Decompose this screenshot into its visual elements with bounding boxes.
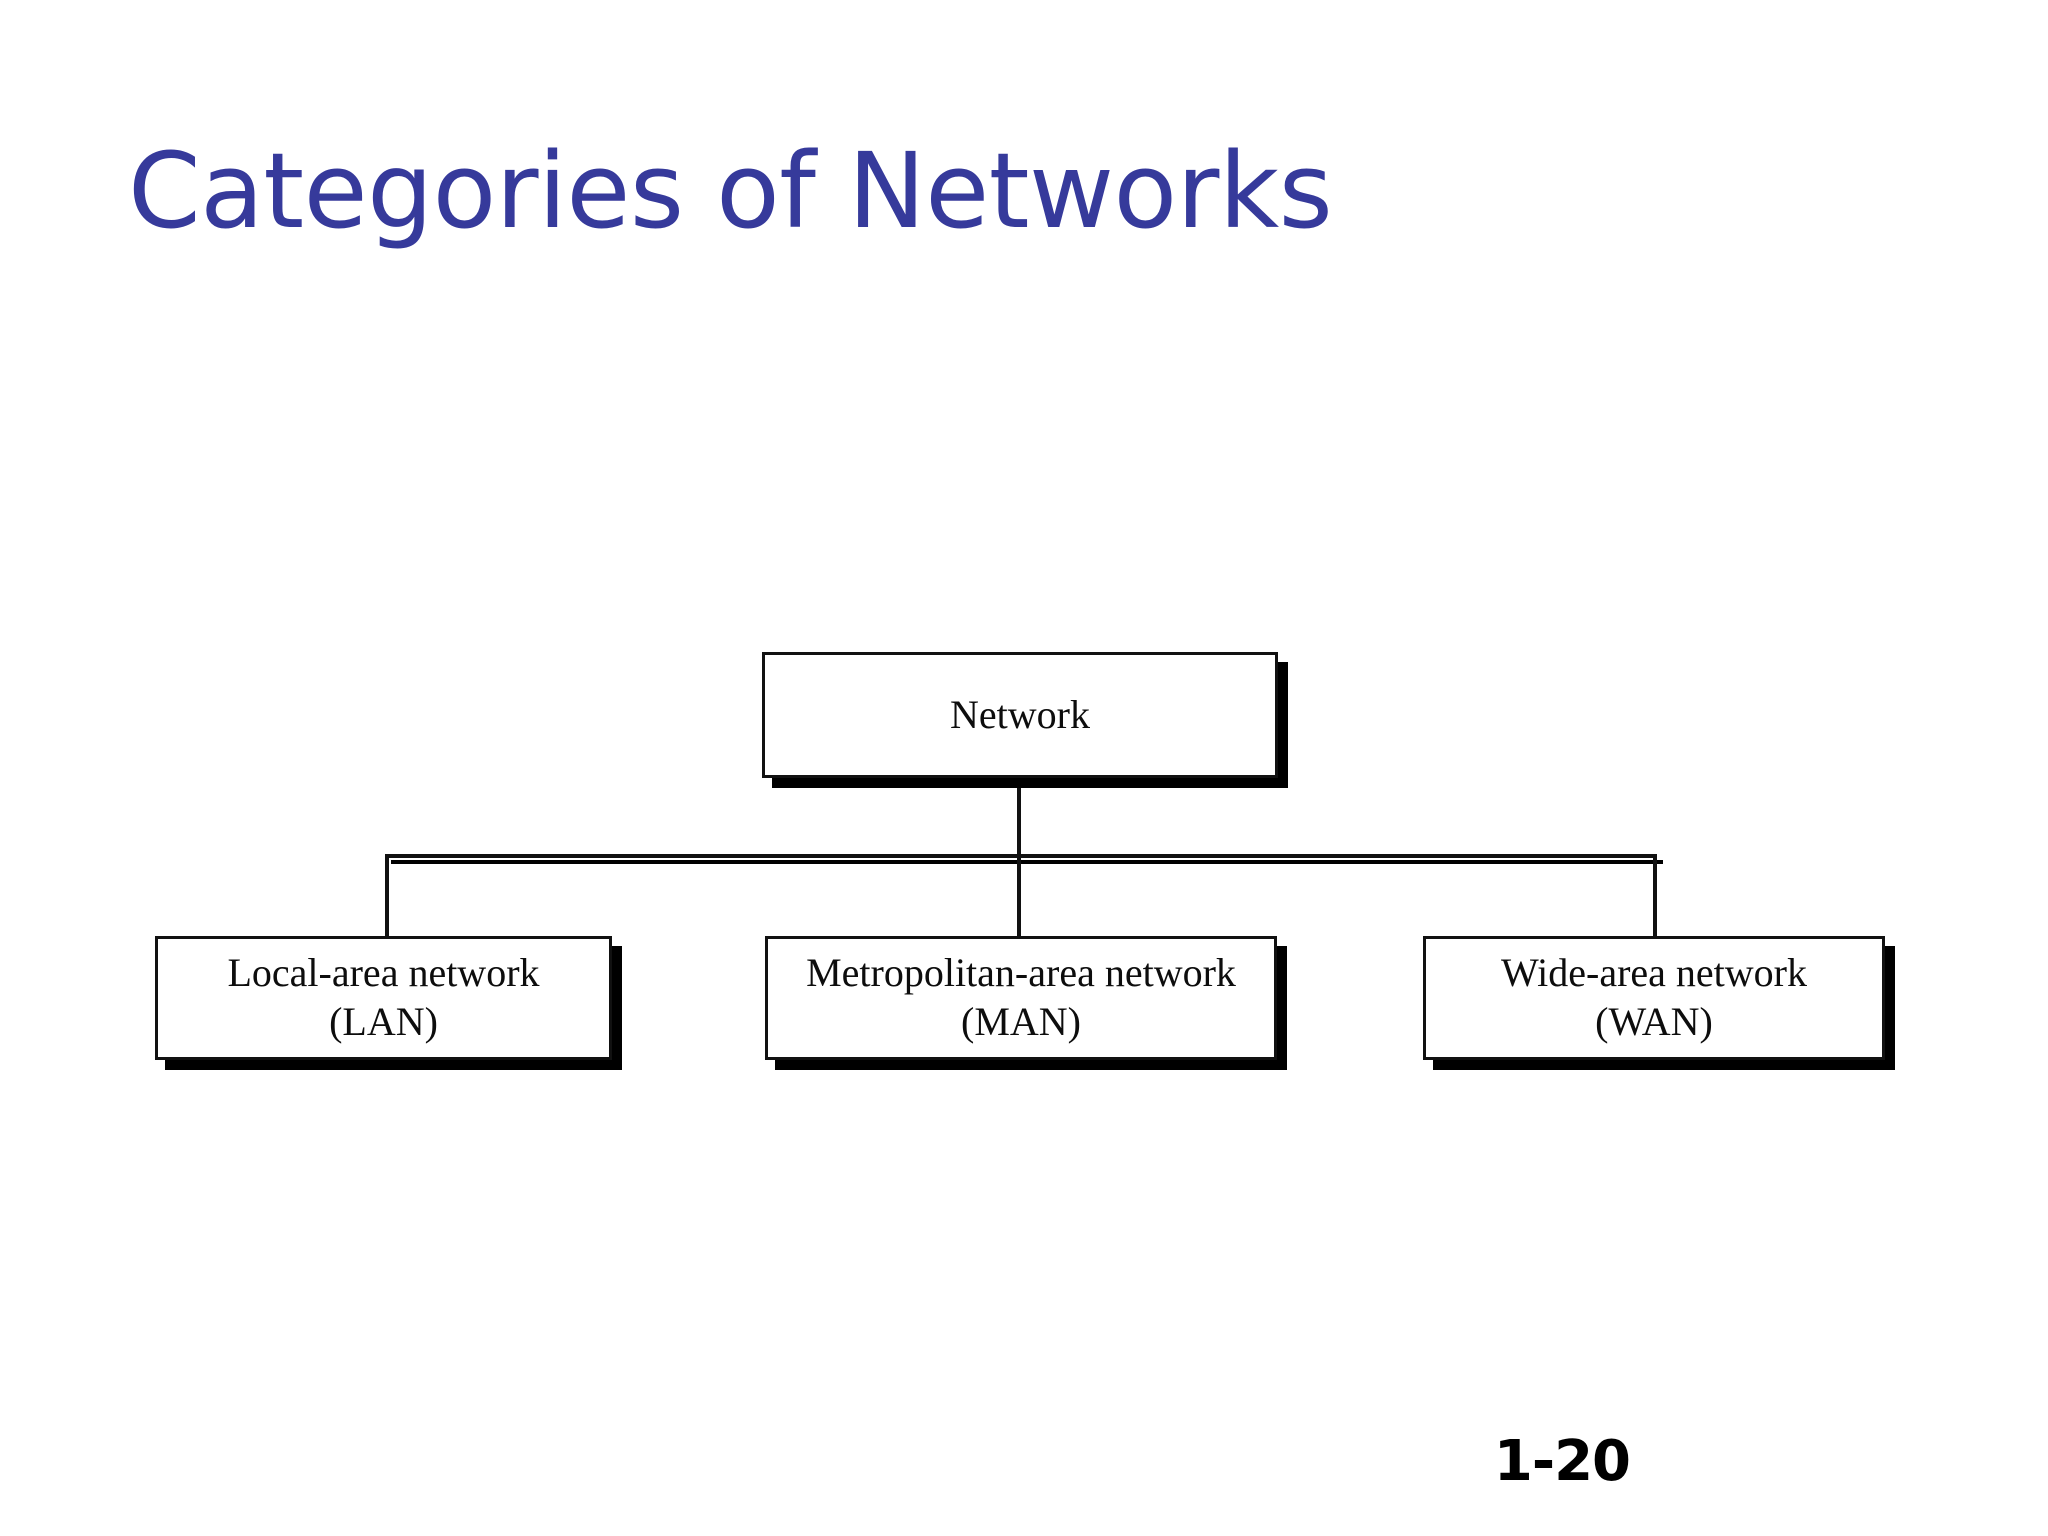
diagram-node-lan-label: Local-area network (LAN) xyxy=(158,949,609,1047)
connector-drop-to-man xyxy=(1017,854,1021,938)
diagram-node-lan-label-line2: (LAN) xyxy=(329,999,438,1044)
diagram-node-man[interactable]: Metropolitan-area network (MAN) xyxy=(765,936,1277,1060)
diagram-node-network-label: Network xyxy=(950,691,1090,737)
connector-horizontal-bar xyxy=(385,854,1657,858)
diagram-node-wan[interactable]: Wide-area network (WAN) xyxy=(1423,936,1885,1060)
page-title: Categories of Networks xyxy=(128,129,1333,252)
connector-drop-to-lan xyxy=(385,854,389,938)
diagram-node-network[interactable]: Network xyxy=(762,652,1278,778)
diagram-node-lan-label-line1: Local-area network xyxy=(227,950,540,996)
diagram-node-man-label-line2: (MAN) xyxy=(961,999,1081,1044)
diagram-node-wan-label-line2: (WAN) xyxy=(1595,999,1713,1044)
connector-trunk-line xyxy=(1017,778,1021,858)
connector-horizontal-bar-shadow xyxy=(391,860,1663,864)
slide-page-number: 1-20 xyxy=(1493,1429,1631,1494)
diagram-node-man-label-line1: Metropolitan-area network xyxy=(806,950,1236,996)
diagram-node-wan-label-line1: Wide-area network xyxy=(1501,950,1807,996)
diagram-node-lan[interactable]: Local-area network (LAN) xyxy=(155,936,612,1060)
diagram-node-wan-label: Wide-area network (WAN) xyxy=(1426,949,1882,1047)
connector-drop-to-wan xyxy=(1653,854,1657,938)
diagram-node-man-label: Metropolitan-area network (MAN) xyxy=(768,949,1274,1047)
